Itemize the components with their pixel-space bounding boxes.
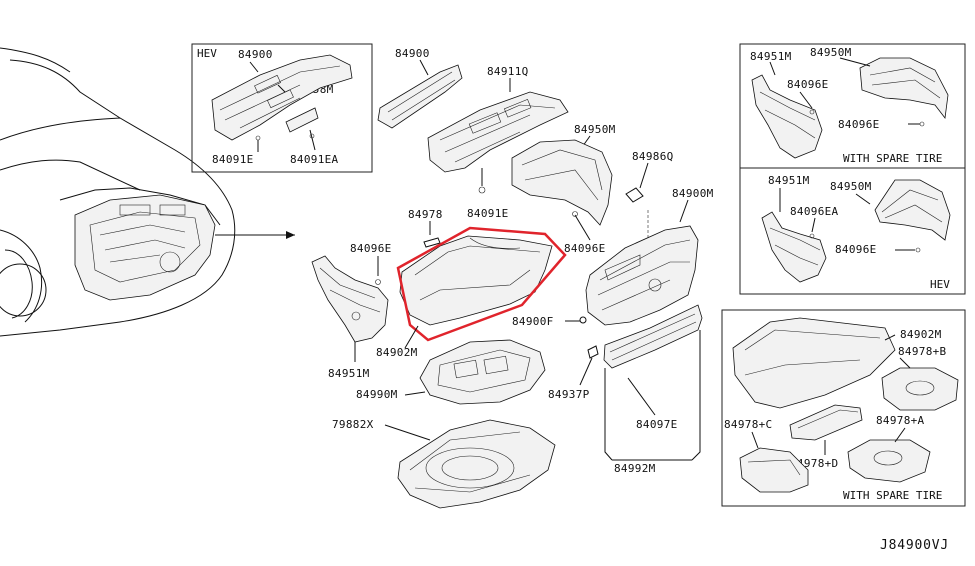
label-84096ea-mr: 84096EA bbox=[790, 205, 839, 218]
part-84978d[interactable] bbox=[789, 404, 863, 441]
label-84096e-tr-a: 84096E bbox=[787, 78, 829, 91]
part-84091ea[interactable] bbox=[285, 107, 319, 133]
part-84978b[interactable] bbox=[881, 367, 959, 411]
part-84951m-mr[interactable] bbox=[761, 211, 827, 283]
label-84978a: 84978+A bbox=[876, 414, 925, 427]
label-84096e-left: 84096E bbox=[350, 242, 392, 255]
center-parts: 84900 84911Q 84091E 84950M 84096E 84986Q… bbox=[311, 47, 714, 509]
label-84900: 84900 bbox=[395, 47, 430, 60]
label-84951m-mr: 84951M bbox=[768, 174, 810, 187]
label-84900-hev: 84900 bbox=[238, 48, 273, 61]
label-84950m-mr: 84950M bbox=[830, 180, 872, 193]
label-84902m-br: 84902M bbox=[900, 328, 942, 341]
diagram-code: J84900VJ bbox=[880, 538, 949, 553]
label-84937p: 84937P bbox=[548, 388, 590, 401]
part-84978[interactable] bbox=[423, 237, 441, 248]
label-84096e-mid: 84096E bbox=[564, 242, 606, 255]
part-84937p[interactable] bbox=[587, 345, 599, 359]
label-79882x: 79882X bbox=[332, 418, 374, 431]
part-84900-hev[interactable] bbox=[211, 54, 353, 141]
inset-box-spare-tire-bottom: 84902M 84978+B 84978+A 84978+C 84978+D W… bbox=[721, 309, 966, 507]
hev-inset-box: HEV 84900 79458M 84091E 84091EA bbox=[191, 43, 373, 173]
label-84902m: 84902M bbox=[376, 346, 418, 359]
part-84950m-mr[interactable] bbox=[874, 179, 951, 241]
label-84951m-tr: 84951M bbox=[750, 50, 792, 63]
label-84911q: 84911Q bbox=[487, 65, 529, 78]
part-84990m[interactable] bbox=[419, 339, 546, 405]
label-84096e-mr: 84096E bbox=[835, 243, 877, 256]
part-84900f[interactable] bbox=[579, 316, 587, 324]
label-84900m: 84900M bbox=[672, 187, 714, 200]
label-84950m-tr: 84950M bbox=[810, 46, 852, 59]
part-84978c[interactable] bbox=[739, 447, 809, 493]
inset-box-spare-tire-top: 84951M 84950M 84096E 84096E WITH SPARE T… bbox=[739, 43, 966, 169]
label-84992m: 84992M bbox=[614, 462, 656, 475]
part-84950m-tr[interactable] bbox=[859, 57, 949, 120]
floor-mat-highlight-outline bbox=[396, 226, 567, 342]
caption-with-spare-tire-bottom: WITH SPARE TIRE bbox=[843, 489, 942, 502]
caption-with-spare-tire-top: WITH SPARE TIRE bbox=[843, 152, 942, 165]
label-84978b: 84978+B bbox=[898, 345, 947, 358]
label-84900f: 84900F bbox=[512, 315, 554, 328]
label-84091e: 84091E bbox=[467, 207, 509, 220]
part-79882x[interactable] bbox=[397, 419, 556, 509]
part-84911q[interactable] bbox=[427, 91, 569, 173]
hev-box-title: HEV bbox=[197, 47, 217, 60]
part-84950m[interactable] bbox=[511, 139, 613, 226]
label-84096e-tr-b: 84096E bbox=[838, 118, 880, 131]
label-84951m: 84951M bbox=[328, 367, 370, 380]
label-84978: 84978 bbox=[408, 208, 443, 221]
label-84091ea: 84091EA bbox=[290, 153, 339, 166]
part-84951m[interactable] bbox=[311, 255, 389, 343]
part-84902m-floor-mat[interactable] bbox=[399, 235, 553, 326]
vehicle-rear-illustration bbox=[0, 47, 295, 337]
label-84097e: 84097E bbox=[636, 418, 678, 431]
label-84091e-hev: 84091E bbox=[212, 153, 254, 166]
label-84950m: 84950M bbox=[574, 123, 616, 136]
label-84978c: 84978+C bbox=[724, 418, 772, 431]
part-84978a[interactable] bbox=[847, 439, 931, 483]
part-84951m-tr[interactable] bbox=[751, 74, 823, 159]
inset-box-hev-right: 84951M 84950M 84096EA 84096E HEV bbox=[739, 167, 966, 295]
label-84990m: 84990M bbox=[356, 388, 398, 401]
caption-hev-right: HEV bbox=[930, 278, 950, 291]
part-84986q[interactable] bbox=[625, 187, 644, 203]
part-84900m[interactable] bbox=[585, 225, 699, 326]
label-84986q: 84986Q bbox=[632, 150, 674, 163]
part-84900[interactable] bbox=[377, 64, 463, 129]
